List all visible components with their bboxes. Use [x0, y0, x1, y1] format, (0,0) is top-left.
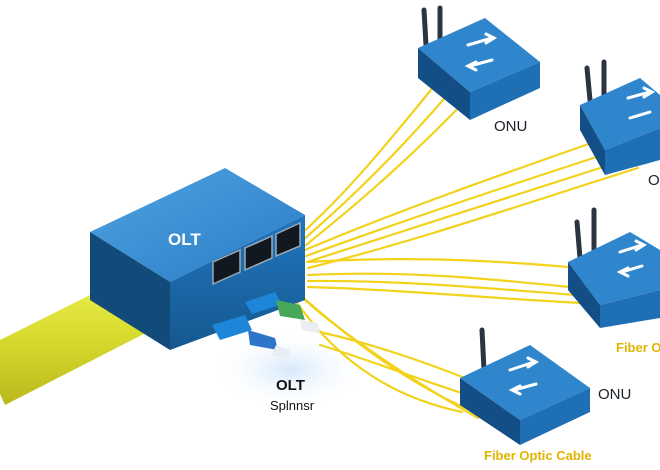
- onu-right-middle: [568, 207, 660, 328]
- fiber-line: [306, 258, 602, 272]
- fiber-line: [304, 98, 468, 247]
- fiber-line: [303, 138, 602, 252]
- router-arrows-icon: [508, 356, 540, 396]
- fiber-bottom-label: Fiber Optic Cable: [484, 448, 592, 463]
- fiber-line: [318, 343, 470, 397]
- fiber-cables: [293, 83, 640, 420]
- splitter-glow: [210, 330, 370, 410]
- onu-right-top-label: O: [648, 172, 660, 189]
- splitter-label: Splnnsr: [270, 398, 315, 413]
- router-arrows-icon: [464, 32, 498, 72]
- olt-box-label: OLT: [168, 230, 201, 249]
- fiber-line: [306, 166, 640, 270]
- fiber-line: [304, 150, 614, 258]
- fiber-line: [306, 285, 602, 306]
- rj45-port-icon: [212, 221, 301, 286]
- fiber-line: [301, 90, 452, 242]
- onu-right-top: [580, 59, 660, 175]
- fiber-line: [306, 279, 592, 298]
- fiber-line: [306, 272, 582, 290]
- fiber-line: [303, 298, 480, 420]
- onu-bottom: [460, 327, 590, 445]
- onu-top-label: ONU: [494, 118, 528, 135]
- olt-lower-label: OLT: [276, 377, 305, 394]
- olt-device: [90, 168, 320, 360]
- fiber-line: [308, 328, 472, 382]
- onu-bottom-label: ONU: [598, 386, 632, 403]
- fiber-right-label: Fiber O: [616, 340, 660, 355]
- fiber-line: [293, 298, 464, 414]
- router-arrows-icon: [616, 239, 648, 278]
- onu-top: [418, 5, 540, 120]
- router-arrows-icon: [626, 86, 656, 120]
- fiber-line: [298, 83, 437, 237]
- fiber-line: [305, 158, 627, 264]
- fiber-connectors: [212, 292, 320, 360]
